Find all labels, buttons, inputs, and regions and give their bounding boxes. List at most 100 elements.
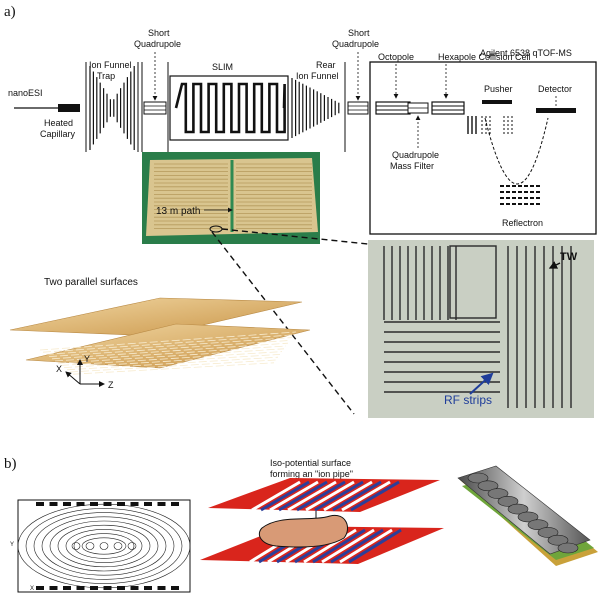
ion-pipe-surface xyxy=(258,514,348,548)
contour-ellipse xyxy=(73,533,135,559)
qtof-box xyxy=(369,61,597,235)
contour-center-ring xyxy=(127,542,137,550)
octopole-label: Octopole xyxy=(378,52,414,62)
axis-x-arrow xyxy=(65,371,81,385)
upper-strip xyxy=(350,480,400,512)
electrode-top xyxy=(117,502,125,506)
ion-funnel-trap-label-1: Ion Funnel xyxy=(89,60,132,70)
lower-strip xyxy=(312,528,366,564)
axis-z-label: Z xyxy=(108,380,114,390)
contour-electrodes xyxy=(36,502,179,590)
rear-funnel-label-2: Ion Funnel xyxy=(296,71,339,81)
potential-contour-plot: Y X xyxy=(10,499,191,593)
electrode-bottom xyxy=(157,586,166,590)
upper-strip xyxy=(287,480,337,512)
contour-frame xyxy=(17,499,191,593)
lower-strip xyxy=(321,528,375,564)
ion-pipe-3d-render xyxy=(457,465,598,566)
surface-strip xyxy=(63,354,281,368)
ion-funnel-trap-label-2: Trap xyxy=(97,71,115,81)
electrode-top xyxy=(63,502,71,506)
pipe-rib xyxy=(527,519,549,530)
upper-strip xyxy=(323,480,373,512)
electrode-bottom xyxy=(117,586,125,590)
electrode-bottom xyxy=(36,586,44,590)
upper-strip xyxy=(332,480,382,512)
upper-surface xyxy=(9,297,303,337)
micrograph-background xyxy=(368,240,594,418)
iso-label-2: forming an "ion pipe" xyxy=(270,469,353,479)
contour-ellipse xyxy=(25,508,183,584)
panel-a-label: a) xyxy=(4,4,16,20)
detector xyxy=(536,108,576,113)
hexapole-label: Hexapole Collision Cell xyxy=(438,52,531,62)
contour-center-ring xyxy=(85,542,95,550)
contour-axis-y: Y xyxy=(10,542,14,548)
pipe-ribs xyxy=(467,472,579,554)
upper-strip xyxy=(251,480,301,512)
lower-strip xyxy=(339,528,393,564)
panel-b-label: b) xyxy=(4,456,17,472)
rf-strips-pointer xyxy=(469,372,494,395)
surface-strip xyxy=(45,337,293,355)
lower-strip xyxy=(348,528,402,564)
electrode-bottom xyxy=(49,586,58,590)
contour-ellipse xyxy=(49,520,159,572)
contour-center-ring xyxy=(71,542,81,550)
hexapole-collision-cell xyxy=(431,101,465,115)
electrode-top xyxy=(36,502,44,506)
upper-strip xyxy=(305,480,355,512)
surface-strip xyxy=(48,340,291,357)
ion-flight-path xyxy=(484,117,549,185)
pipe-rib xyxy=(507,503,529,515)
electrode-bottom xyxy=(63,586,71,590)
contour-ellipse xyxy=(65,529,143,563)
path-13m-label: 13 m path xyxy=(156,206,200,217)
pipe-rib xyxy=(497,496,519,507)
instrument-title: Agilent 6538 qTOF-MS xyxy=(480,48,572,58)
zoom-line-bottom xyxy=(211,231,355,415)
reflectron xyxy=(500,185,540,205)
zoom-line-top xyxy=(221,228,369,245)
detector-label: Detector xyxy=(538,84,572,94)
electrode-top xyxy=(49,502,58,506)
iso-label-1: Iso-potential surface xyxy=(270,458,351,468)
upper-strip xyxy=(341,480,391,512)
pusher-label: Pusher xyxy=(484,84,513,94)
pipe-rib xyxy=(487,488,509,499)
pipe-rib xyxy=(537,527,559,538)
micro-tw-loop xyxy=(449,245,497,319)
slim-board-outline xyxy=(169,75,289,141)
surface-strip xyxy=(54,345,287,362)
tw-label: TW xyxy=(560,251,578,263)
lower-surface-strips xyxy=(39,331,297,375)
short-quad-left-label-2: Quadrupole xyxy=(134,39,181,49)
tw-pointer xyxy=(548,261,561,269)
surface-strip xyxy=(57,348,285,364)
upper-strip xyxy=(269,480,319,512)
surface-strip xyxy=(42,334,295,353)
lower-strip xyxy=(303,528,357,564)
short-quad-right-label-2: Quadrupole xyxy=(332,39,379,49)
pusher-plate xyxy=(482,100,512,104)
electrode-bottom xyxy=(130,586,139,590)
surface-strip xyxy=(39,331,297,351)
surface-strip xyxy=(51,342,289,360)
electrode-bottom xyxy=(171,586,179,590)
electrode-top xyxy=(171,502,179,506)
pipe-rib xyxy=(547,534,569,546)
contour-ellipse xyxy=(41,516,167,576)
hexapole-exit-lenses xyxy=(467,116,477,134)
axis-y-label: Y xyxy=(84,354,90,364)
short-quad-right-label-1: Short xyxy=(348,28,370,38)
pusher-grids xyxy=(481,116,513,134)
rf-strips-label: RF strips xyxy=(444,393,492,407)
electrode-top xyxy=(90,502,98,506)
upper-strip xyxy=(278,480,328,512)
electrode-bottom xyxy=(90,586,98,590)
surface-strip xyxy=(60,351,283,366)
surface-strip xyxy=(72,362,275,375)
short-quad-left-label-1: Short xyxy=(148,28,170,38)
slim-serpentine-path xyxy=(174,82,286,134)
